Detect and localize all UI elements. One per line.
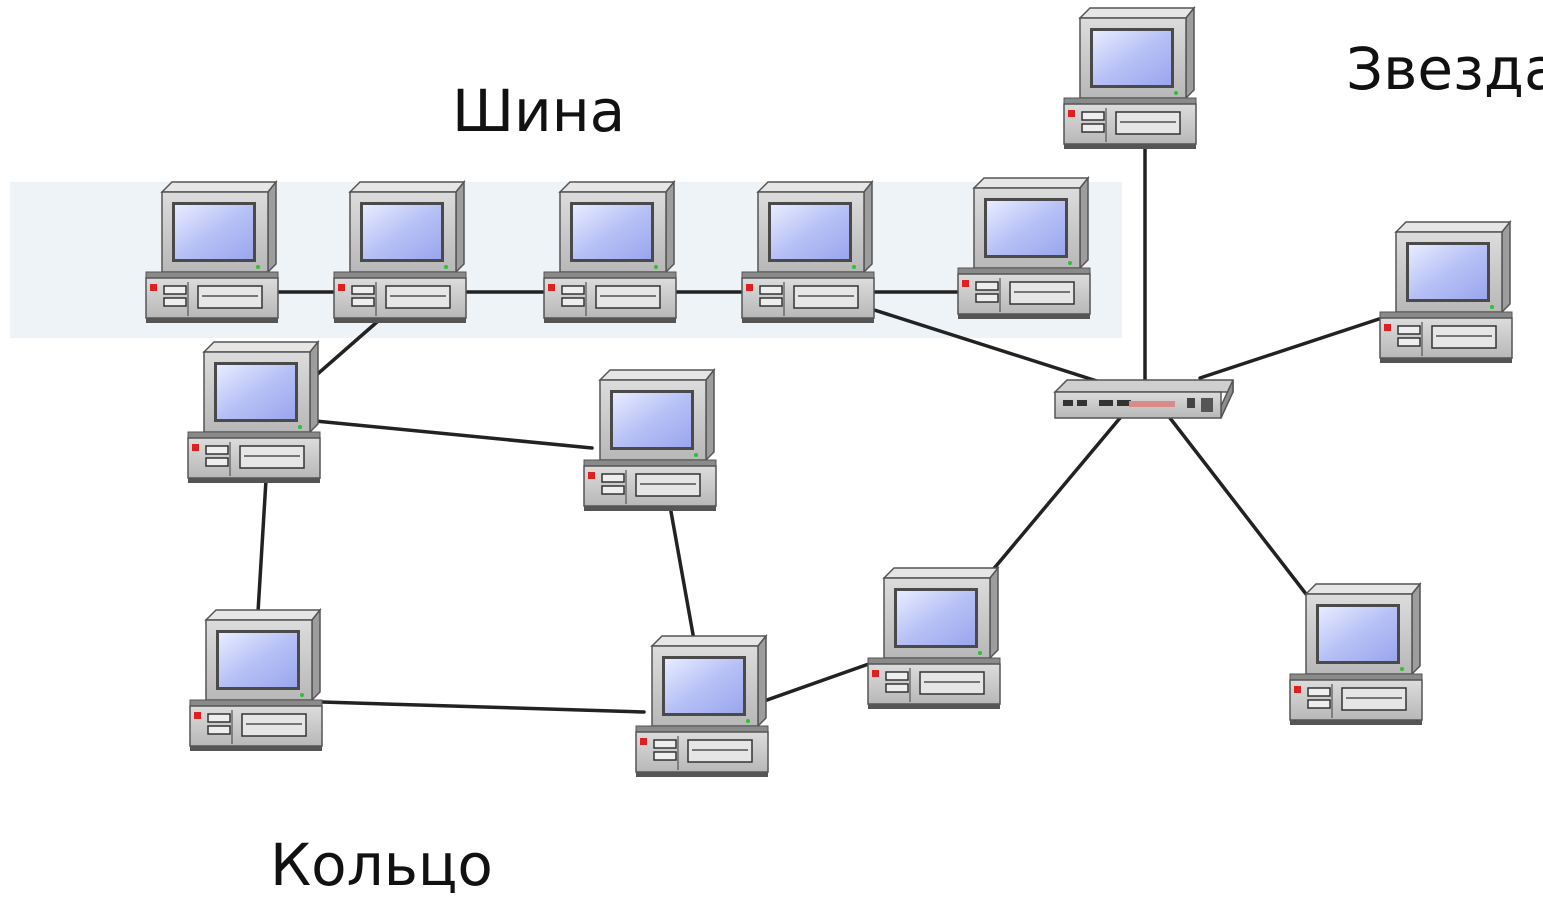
bus-computer-4-icon xyxy=(741,181,875,324)
ring-topology-label: Кольцо xyxy=(270,831,493,899)
star-computer-bottom-right-icon xyxy=(1289,583,1423,726)
bus-computer-2-icon xyxy=(333,181,467,324)
ring-cable xyxy=(320,700,646,714)
star-cable xyxy=(984,416,1122,580)
star-topology-label: Звезда xyxy=(1346,35,1543,103)
bus-to-switch-cable xyxy=(866,306,1102,384)
cables xyxy=(256,144,1384,714)
star-computer-bottom-left-icon xyxy=(867,567,1001,710)
star-computer-top-icon xyxy=(1063,7,1197,150)
ring-cable xyxy=(668,504,696,642)
bus-computer-5-icon xyxy=(957,177,1091,320)
ring-computer-4-icon xyxy=(635,635,769,778)
star-computer-right-icon xyxy=(1379,221,1513,364)
ring-to-star-cable xyxy=(748,658,882,708)
bus-computer-3-icon xyxy=(543,181,677,324)
ring-computer-1-icon xyxy=(187,341,321,484)
star-cable xyxy=(1168,416,1308,596)
bus-computer-1-icon xyxy=(145,181,279,324)
network-switch-icon xyxy=(1053,379,1234,419)
star-cable xyxy=(1198,316,1384,380)
ring-computer-2-icon xyxy=(583,369,717,512)
ring-cable xyxy=(303,418,594,450)
ring-cable xyxy=(256,478,268,614)
ring-computer-3-icon xyxy=(189,609,323,752)
bus-topology-label: Шина xyxy=(452,77,626,145)
